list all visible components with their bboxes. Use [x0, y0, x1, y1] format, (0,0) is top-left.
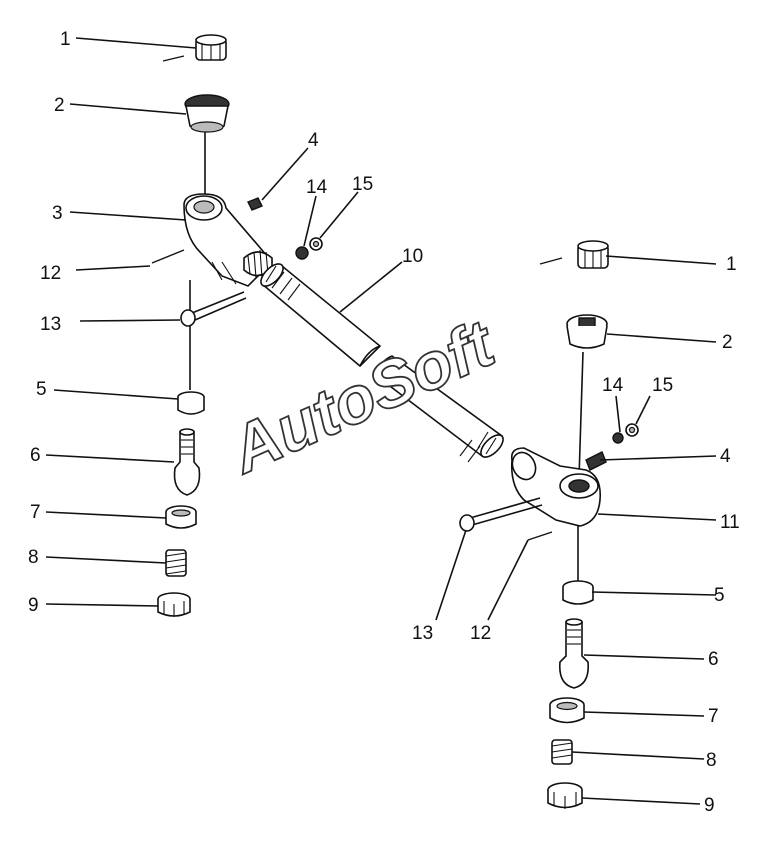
right-axis-top — [578, 351, 584, 479]
callout-7-right: 7 — [708, 706, 719, 727]
right-castle-nut — [539, 240, 609, 269]
left-ball-joint-assembly — [151, 34, 323, 617]
right-ball-stud — [558, 618, 590, 689]
callout-13-right: 13 — [412, 623, 433, 644]
tie-rod-tube — [260, 263, 504, 463]
left-end-plug — [157, 592, 191, 617]
callout-12-right: 12 — [470, 623, 491, 644]
callout-6-right: 6 — [708, 649, 719, 670]
callout-4-left: 4 — [308, 130, 319, 151]
callout-1-left: 1 — [60, 29, 71, 50]
callout-5-right: 5 — [714, 585, 725, 606]
callout-labels: 1 2 3 4 5 6 7 8 9 10 12 13 14 15 1 2 14 … — [28, 29, 740, 816]
callout-12-left: 12 — [40, 263, 61, 284]
left-spring — [165, 549, 187, 577]
right-ball-joint-assembly — [459, 240, 639, 809]
callout-13-left: 13 — [40, 314, 61, 335]
callout-8-left: 8 — [28, 547, 39, 568]
left-bushing — [177, 391, 205, 415]
right-lock-nut — [612, 432, 624, 444]
right-grease-fitting — [585, 451, 607, 471]
left-grease-fitting — [247, 197, 263, 211]
callout-7-left: 7 — [30, 502, 41, 523]
left-ball-stud — [173, 428, 201, 496]
callout-11: 11 — [720, 512, 740, 533]
callout-2-left: 2 — [54, 95, 65, 116]
callout-14-right: 14 — [602, 375, 624, 396]
leader-lines — [45, 37, 717, 805]
left-tie-rod-end — [183, 193, 274, 287]
callout-15-left: 15 — [352, 174, 373, 195]
right-bushing — [562, 580, 594, 605]
right-spring — [551, 739, 573, 765]
callout-14-left: 14 — [306, 177, 328, 198]
callout-9-right: 9 — [704, 795, 715, 816]
left-castle-nut — [162, 34, 227, 62]
right-ball-seat — [549, 697, 585, 724]
callout-9-left: 9 — [28, 595, 39, 616]
callout-1-right: 1 — [726, 254, 737, 275]
callout-15-right: 15 — [652, 375, 673, 396]
left-cotter-pin — [151, 249, 185, 264]
callout-5-left: 5 — [36, 379, 47, 400]
callout-2-right: 2 — [722, 332, 733, 353]
callout-6-left: 6 — [30, 445, 41, 466]
left-dust-cover — [184, 94, 230, 133]
right-tie-rod-end — [510, 447, 602, 527]
callout-4-right: 4 — [720, 446, 731, 467]
left-ball-seat — [165, 505, 197, 529]
callout-10: 10 — [402, 246, 423, 267]
right-dust-cover — [566, 314, 608, 349]
right-cotter-pin — [527, 531, 553, 541]
callout-3-left: 3 — [52, 203, 63, 224]
right-end-plug — [547, 782, 583, 809]
right-clamp-bolt — [459, 497, 543, 532]
callout-8-right: 8 — [706, 750, 717, 771]
left-lock-nut — [295, 246, 309, 260]
left-clamp-bolt — [180, 291, 247, 327]
